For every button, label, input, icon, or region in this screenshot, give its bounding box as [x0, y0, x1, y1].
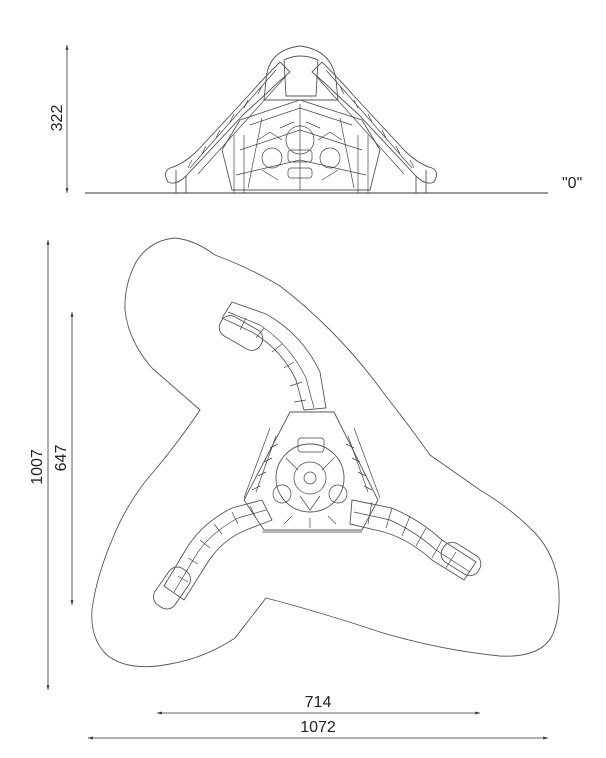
- inner-height-dimension-label: 647: [53, 445, 70, 472]
- safety-zone-outline: [91, 237, 560, 668]
- height-dimension-label: 322: [49, 105, 66, 132]
- plan-upper-slide: [218, 301, 327, 411]
- plan-central-tower: [243, 411, 381, 533]
- elevation-view: 322 "0": [49, 45, 582, 194]
- elevation-left-slide: [165, 61, 291, 193]
- outer-width-dimension-label: 1072: [300, 719, 336, 736]
- plan-view: 1007 647 714 1072: [29, 237, 560, 740]
- inner-width-dimension-label: 714: [305, 694, 332, 711]
- plan-right-slide: [349, 499, 482, 581]
- outer-height-dimension-label: 1007: [29, 449, 46, 485]
- elevation-tower: [221, 45, 381, 193]
- elevation-right-slide: [311, 61, 437, 193]
- ground-level-label: "0": [562, 175, 582, 192]
- plan-left-slide: [153, 499, 273, 610]
